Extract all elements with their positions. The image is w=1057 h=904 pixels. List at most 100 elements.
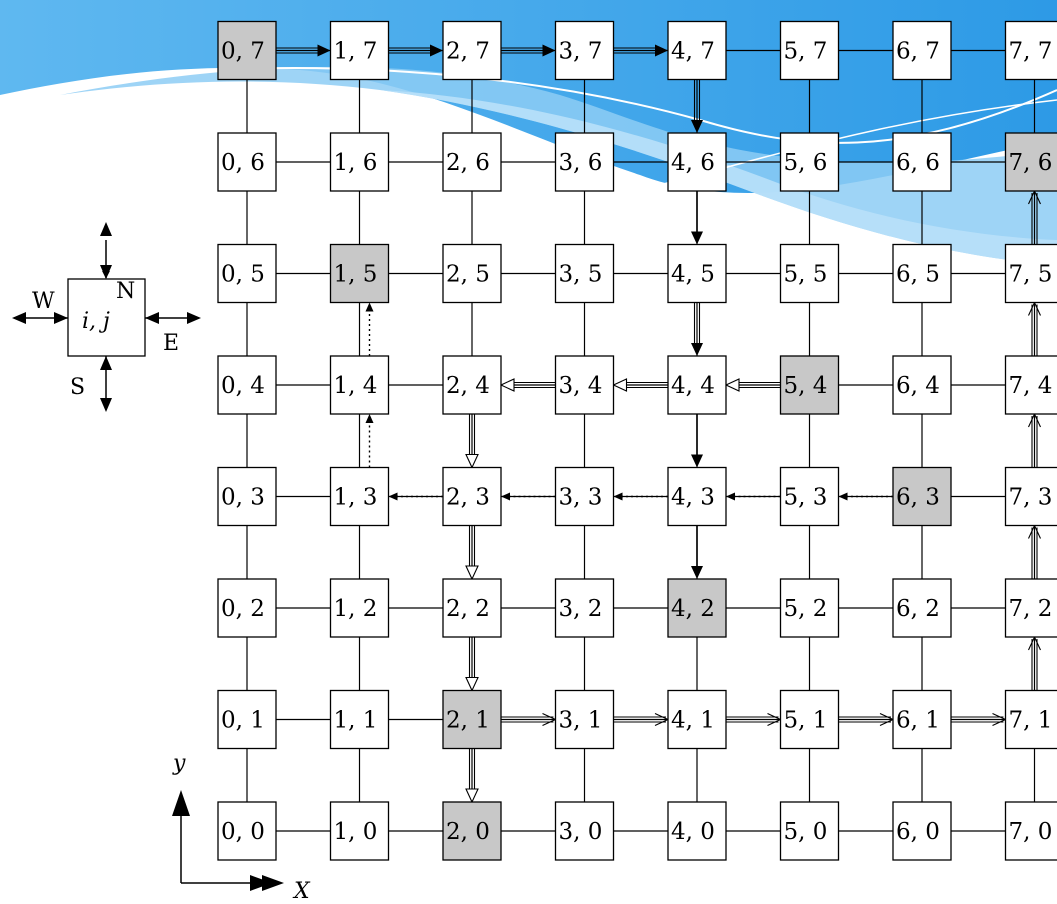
- mesh-node-0-6: 0, 6: [218, 133, 276, 191]
- mesh-node-1-0: 1, 0: [331, 802, 389, 860]
- node-label: 7, 3: [1009, 485, 1053, 511]
- mesh-node-2-2: 2, 2: [443, 579, 501, 637]
- mesh-node-0-2: 0, 2: [218, 579, 276, 637]
- node-label: 4, 4: [671, 373, 715, 399]
- mesh-node-5-2: 5, 2: [781, 579, 839, 637]
- node-label: 1, 5: [334, 262, 378, 288]
- node-label: 6, 6: [896, 150, 940, 176]
- node-label: 6, 1: [896, 708, 940, 734]
- node-label: 1, 4: [334, 373, 378, 399]
- mesh-node-2-3: 2, 3: [443, 468, 501, 526]
- node-label: 4, 2: [671, 596, 715, 622]
- arrowhead-icon: [366, 414, 374, 423]
- node-label: 7, 1: [1009, 708, 1053, 734]
- route-arrow: [691, 191, 703, 245]
- arrowhead-icon: [501, 379, 514, 391]
- node-label: 1, 2: [334, 596, 378, 622]
- mesh-node-7-3: 7, 3: [1006, 468, 1057, 526]
- node-label: 0, 7: [221, 39, 265, 65]
- node-label: 1, 6: [334, 150, 378, 176]
- arrowhead-icon: [726, 493, 735, 501]
- node-label: 5, 6: [784, 150, 828, 176]
- node-label: 2, 6: [446, 150, 490, 176]
- mesh-node-6-4: 6, 4: [893, 356, 951, 414]
- node-label: 1, 3: [334, 485, 378, 511]
- mesh-node-3-1: 3, 1: [556, 691, 614, 749]
- arrowhead-icon: [466, 455, 478, 468]
- mesh-node-1-2: 1, 2: [331, 579, 389, 637]
- mesh-node-2-6: 2, 6: [443, 133, 501, 191]
- node-label: 2, 5: [446, 262, 490, 288]
- node-label: 2, 3: [446, 485, 490, 511]
- node-label: 2, 2: [446, 596, 490, 622]
- node-label: 4, 5: [671, 262, 715, 288]
- mesh-node-5-4: 5, 4: [781, 356, 839, 414]
- arrowhead-icon: [691, 566, 703, 579]
- mesh-node-7-6: 7, 6: [1006, 133, 1057, 191]
- y-axis-label: y: [172, 751, 186, 776]
- mesh-node-0-0: 0, 0: [218, 802, 276, 860]
- mesh-node-5-5: 5, 5: [781, 245, 839, 303]
- mesh-node-6-0: 6, 0: [893, 802, 951, 860]
- route-arrow: [366, 414, 374, 468]
- mesh-node-1-6: 1, 6: [331, 133, 389, 191]
- arrowhead-icon: [466, 566, 478, 579]
- mesh-node-0-3: 0, 3: [218, 468, 276, 526]
- mesh-node-4-2: 4, 2: [668, 579, 726, 637]
- route-arrow: [691, 526, 703, 580]
- mesh-node-7-2: 7, 2: [1006, 579, 1057, 637]
- legend-north-label: N: [116, 279, 135, 304]
- mesh-node-2-1: 2, 1: [443, 691, 501, 749]
- direction-legend: i, j N S W E: [12, 222, 201, 412]
- mesh-node-0-4: 0, 4: [218, 356, 276, 414]
- node-label: 1, 1: [334, 708, 378, 734]
- mesh-node-5-7: 5, 7: [781, 22, 839, 80]
- arrowhead-icon: [614, 379, 627, 391]
- node-label: 2, 7: [446, 39, 490, 65]
- legend-node-label: i, j: [82, 309, 110, 334]
- node-label: 0, 4: [221, 373, 265, 399]
- mesh-node-6-3: 6, 3: [893, 468, 951, 526]
- node-label: 0, 1: [221, 708, 265, 734]
- node-label: 6, 4: [896, 373, 940, 399]
- node-label: 4, 7: [671, 39, 715, 65]
- mesh-node-7-5: 7, 5: [1006, 245, 1057, 303]
- y-axis-arrow-icon: [172, 790, 190, 816]
- node-label: 2, 1: [446, 708, 490, 734]
- mesh-node-1-4: 1, 4: [331, 356, 389, 414]
- node-label: 5, 2: [784, 596, 828, 622]
- route-arrow: [366, 303, 374, 357]
- mesh-node-5-0: 5, 0: [781, 802, 839, 860]
- mesh-node-2-7: 2, 7: [443, 22, 501, 80]
- node-label: 5, 3: [784, 485, 828, 511]
- arrowhead-icon: [466, 789, 478, 802]
- node-label: 6, 5: [896, 262, 940, 288]
- mesh-node-3-6: 3, 6: [556, 133, 614, 191]
- arrowhead-icon: [691, 455, 703, 468]
- node-label: 6, 7: [896, 39, 940, 65]
- node-label: 0, 5: [221, 262, 265, 288]
- mesh-node-4-4: 4, 4: [668, 356, 726, 414]
- node-label: 1, 7: [334, 39, 378, 65]
- mesh-node-2-5: 2, 5: [443, 245, 501, 303]
- mesh-node-1-1: 1, 1: [331, 691, 389, 749]
- mesh-node-7-0: 7, 0: [1006, 802, 1057, 860]
- arrowhead-icon: [501, 493, 510, 501]
- mesh-node-3-3: 3, 3: [556, 468, 614, 526]
- mesh-node-7-1: 7, 1: [1006, 691, 1057, 749]
- node-label: 7, 6: [1009, 150, 1053, 176]
- legend-east-label: E: [163, 331, 179, 356]
- node-label: 0, 0: [221, 819, 265, 845]
- node-label: 5, 1: [784, 708, 828, 734]
- arrowhead-icon: [839, 493, 848, 501]
- mesh-node-4-6: 4, 6: [668, 133, 726, 191]
- mesh-node-3-7: 3, 7: [556, 22, 614, 80]
- node-label: 0, 6: [221, 150, 265, 176]
- node-label: 3, 4: [559, 373, 603, 399]
- route-arrow: [691, 414, 703, 468]
- node-label: 3, 5: [559, 262, 603, 288]
- node-label: 6, 0: [896, 819, 940, 845]
- node-label: 5, 7: [784, 39, 828, 65]
- mesh-node-0-7: 0, 7: [218, 22, 276, 80]
